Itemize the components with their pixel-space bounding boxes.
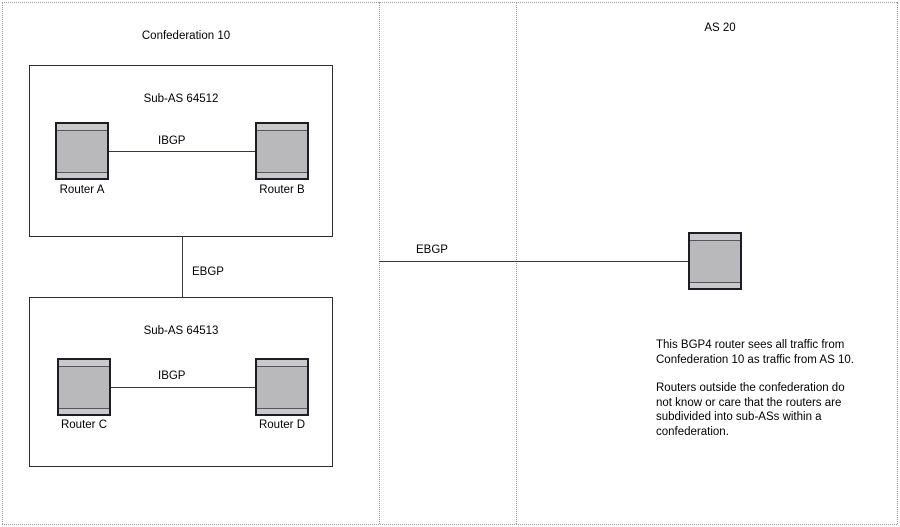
router-d-icon[interactable] xyxy=(255,358,309,416)
ebgp-link-intra-confederation-label: EBGP xyxy=(192,266,224,278)
router-c-icon[interactable] xyxy=(57,358,111,416)
router-top-band xyxy=(257,124,307,131)
sub-as-64512-title: Sub-AS 64512 xyxy=(143,93,219,105)
router-a-label: Router A xyxy=(59,184,105,196)
router-bottom-band xyxy=(257,172,307,178)
ibgp-link-a-b xyxy=(109,151,255,152)
as20-caption: AS 20 xyxy=(704,22,736,34)
page-frame-left xyxy=(2,2,3,524)
page-frame-right xyxy=(897,2,898,524)
note-paragraph-2: Routers outside the confederation do not… xyxy=(656,382,845,438)
router-bottom-band xyxy=(59,408,109,414)
router-b-icon[interactable] xyxy=(255,122,309,180)
sub-as-64513-boundary: Sub-AS 64513 xyxy=(29,297,333,467)
router-bottom-band xyxy=(57,172,107,178)
sub-as-64512-boundary: Sub-AS 64512 xyxy=(29,65,333,237)
router-top-band xyxy=(257,360,307,367)
router-b-label: Router B xyxy=(259,184,305,196)
router-d-label: Router D xyxy=(258,419,306,431)
column-divider-right xyxy=(516,2,517,524)
sub-as-64513-title: Sub-AS 64513 xyxy=(143,325,219,337)
column-divider-left xyxy=(379,2,380,524)
router-a-icon[interactable] xyxy=(55,122,109,180)
explanatory-notes: This BGP4 router sees all traffic from C… xyxy=(656,338,856,439)
confederation-caption: Confederation 10 xyxy=(141,30,231,42)
page-frame-top xyxy=(2,2,897,3)
ibgp-link-c-d-label: IBGP xyxy=(158,370,186,382)
ebgp-link-to-as20-label: EBGP xyxy=(416,244,448,256)
router-top-band xyxy=(690,234,740,241)
router-top-band xyxy=(59,360,109,367)
ibgp-link-c-d xyxy=(111,387,255,388)
router-top-band xyxy=(57,124,107,131)
page-frame-bottom xyxy=(2,524,897,525)
router-bottom-band xyxy=(257,408,307,414)
ibgp-link-a-b-label: IBGP xyxy=(158,135,186,147)
ebgp-link-intra-confederation xyxy=(182,237,183,298)
router-c-label: Router C xyxy=(60,419,108,431)
router-bottom-band xyxy=(690,282,740,288)
ebgp-link-to-as20 xyxy=(379,261,688,262)
note-paragraph-1: This BGP4 router sees all traffic from C… xyxy=(656,339,854,366)
router-as20-icon[interactable] xyxy=(688,232,742,290)
